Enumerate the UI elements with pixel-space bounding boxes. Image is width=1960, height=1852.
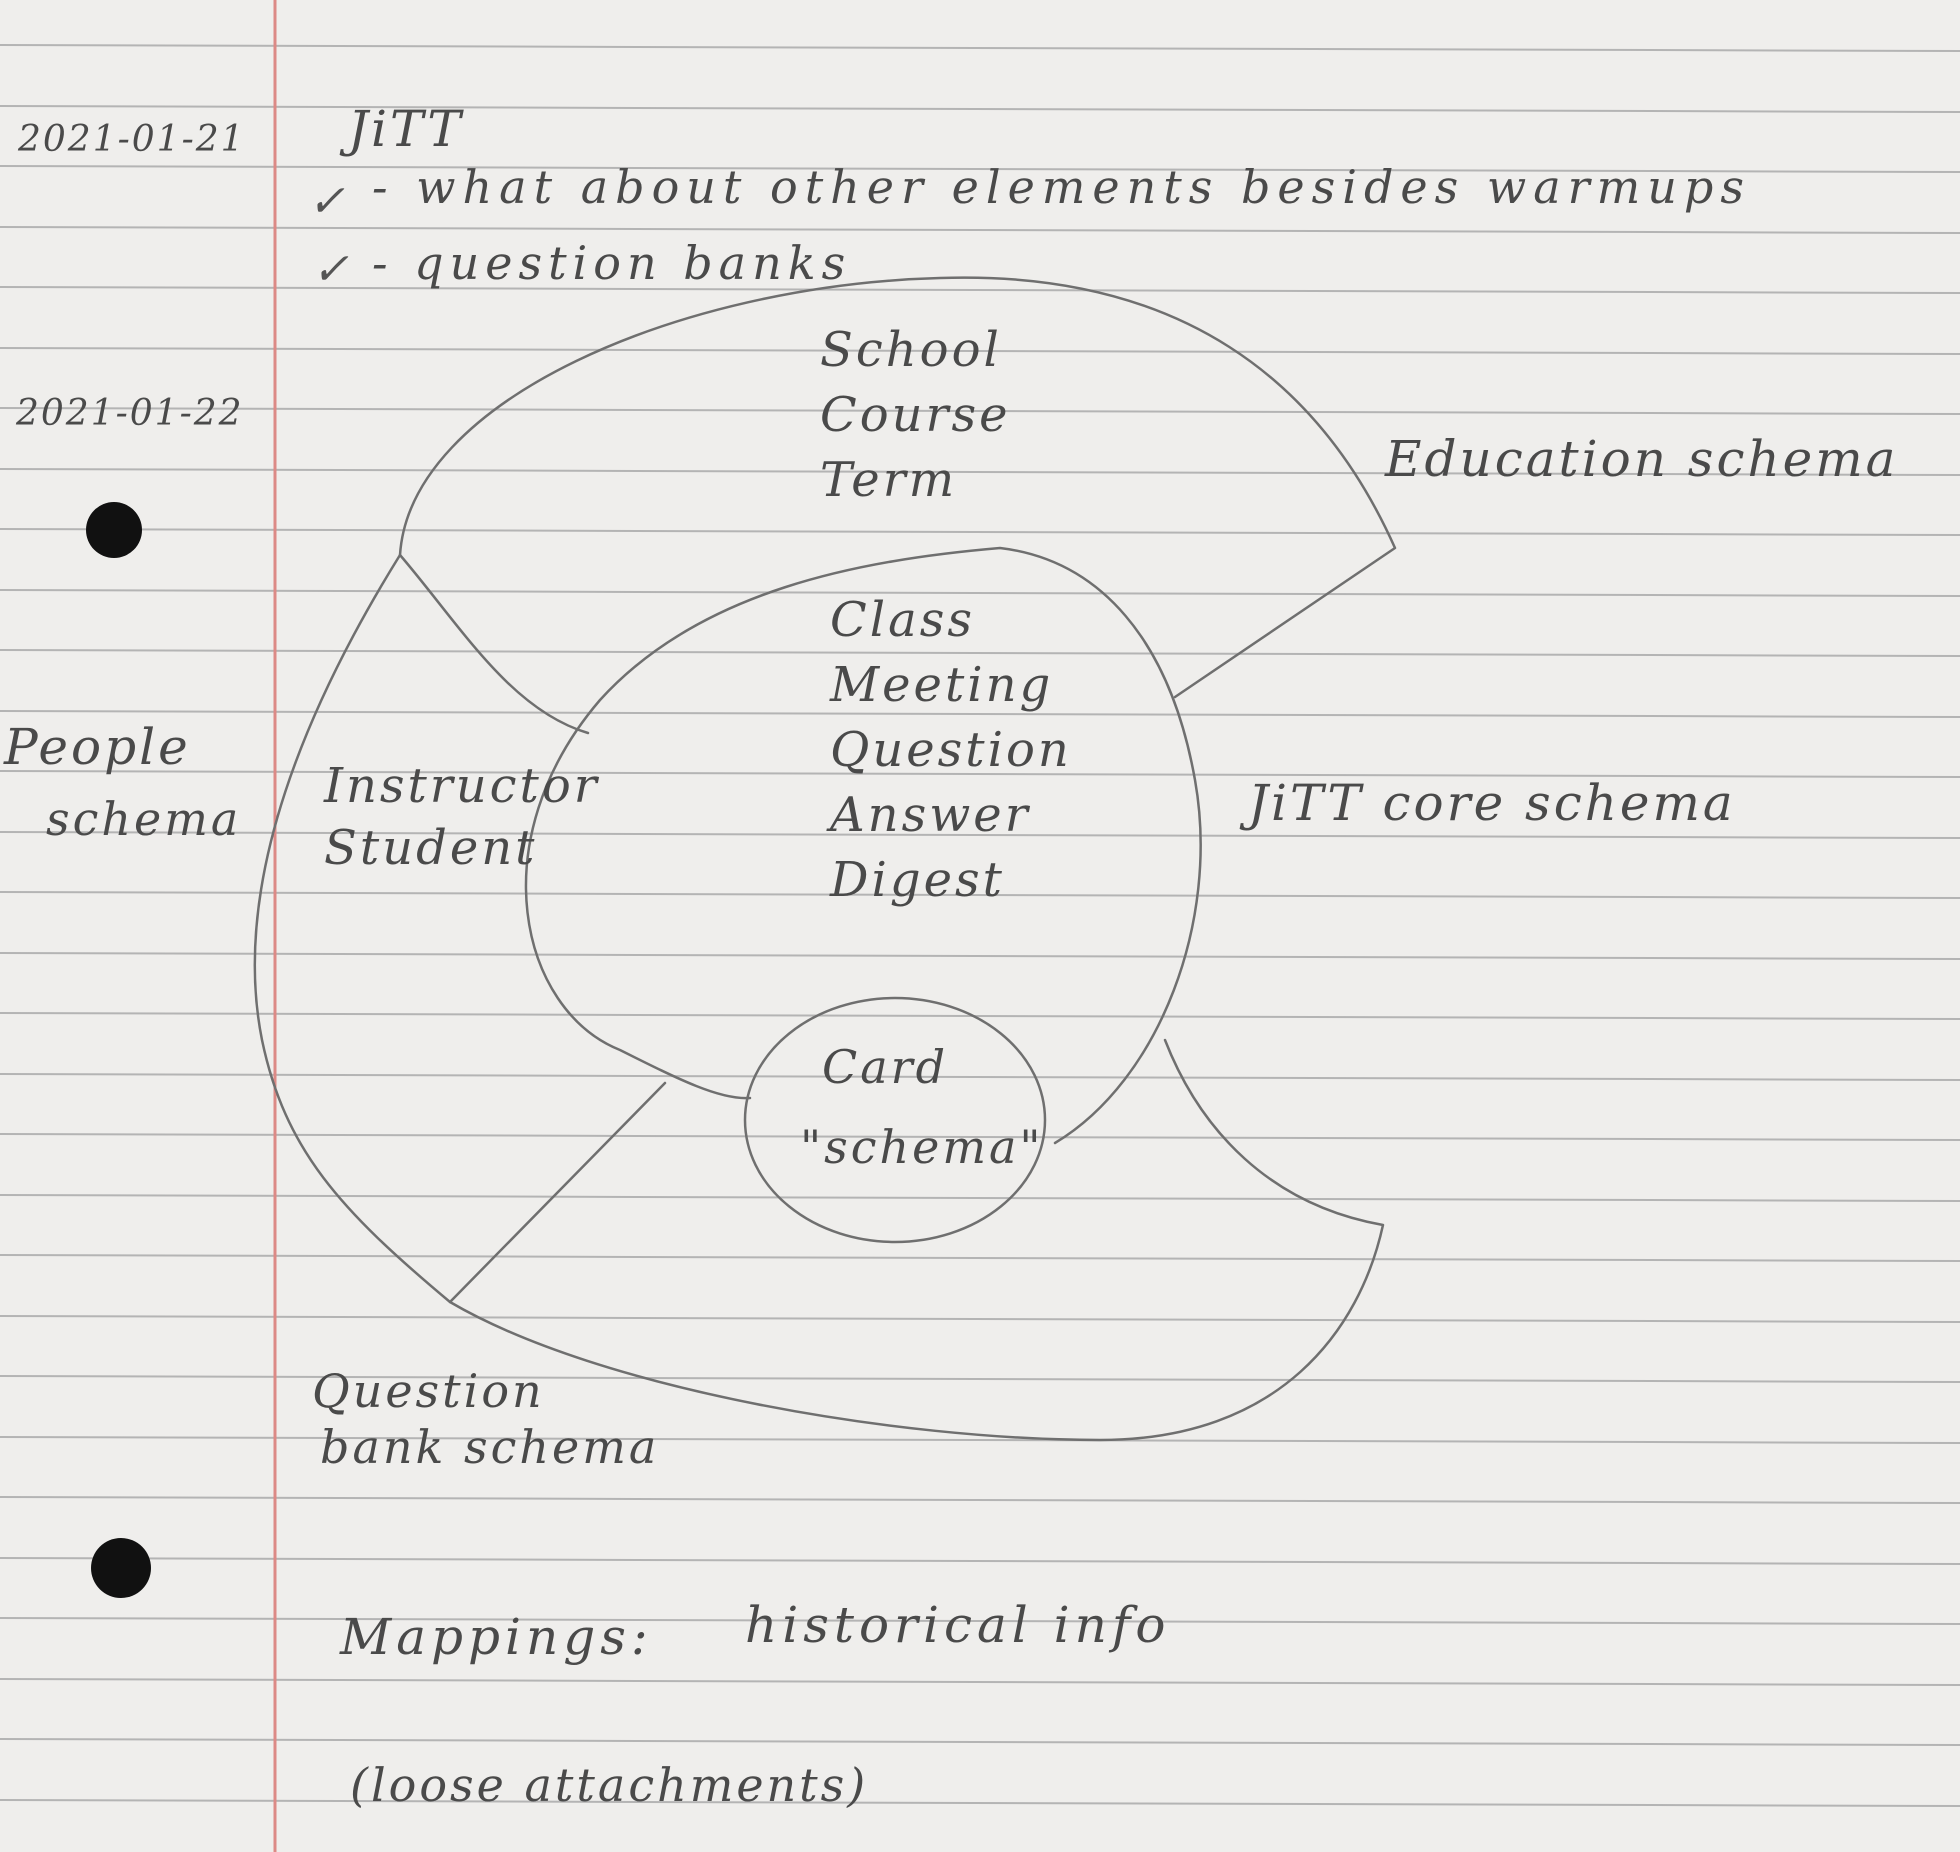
entity-student: Student xyxy=(324,820,538,876)
ruled-line xyxy=(0,1617,1960,1625)
card-schema-label-line1: Card xyxy=(822,1040,949,1094)
ruled-line xyxy=(0,1254,1960,1262)
core-schema-boundary xyxy=(524,546,1202,1145)
ruled-line xyxy=(0,468,1960,476)
ruled-line xyxy=(0,952,1960,960)
mappings-label: Mappings: xyxy=(340,1608,653,1666)
ruled-line xyxy=(0,1799,1960,1807)
ruled-line xyxy=(0,1133,1960,1141)
entity-question: Question xyxy=(830,722,1072,778)
ruled-line xyxy=(0,770,1960,778)
ruled-line xyxy=(0,589,1960,597)
entity-instructor: Instructor xyxy=(324,758,600,814)
loose-attachments-label: (loose attachments) xyxy=(350,1758,869,1812)
card-schema-label-line2: "schema" xyxy=(800,1120,1044,1174)
core-schema-label: JiTT core schema xyxy=(1248,774,1736,832)
question-bank-label-line2: bank schema xyxy=(320,1420,660,1474)
check-mark-icon-2: ✓ xyxy=(312,244,352,295)
todo-question-banks: - question banks xyxy=(372,236,852,290)
people-schema-label-line2: schema xyxy=(46,792,242,846)
ruled-line xyxy=(0,1738,1960,1746)
question-bank-schema-boundary xyxy=(448,1038,1385,1442)
ruled-line xyxy=(0,1315,1960,1323)
entity-course: Course xyxy=(820,387,1011,443)
education-schema-boundary xyxy=(398,276,1397,699)
ruled-line xyxy=(0,407,1960,415)
education-schema-items: School Course Term xyxy=(820,318,1011,513)
ruled-line xyxy=(0,710,1960,718)
question-bank-label-line1: Question xyxy=(312,1364,545,1418)
ruled-line xyxy=(0,105,1960,113)
date-2021-01-21: 2021-01-21 xyxy=(18,119,246,160)
ruled-line xyxy=(0,649,1960,657)
jitt-heading: JiTT xyxy=(348,100,464,158)
ruled-line xyxy=(0,44,1960,52)
ruled-line xyxy=(0,1375,1960,1383)
ruled-line xyxy=(0,286,1960,294)
entity-class: Class xyxy=(830,592,975,648)
ruled-line xyxy=(0,1678,1960,1686)
people-schema-boundary xyxy=(253,553,590,1304)
ruled-lines xyxy=(0,44,1960,1807)
ruled-line xyxy=(0,347,1960,355)
ruled-line xyxy=(0,1194,1960,1202)
entity-meeting: Meeting xyxy=(830,657,1054,713)
ruled-line xyxy=(0,226,1960,234)
entity-digest: Digest xyxy=(830,852,1005,908)
entity-school: School xyxy=(820,322,1002,378)
entity-term: Term xyxy=(820,452,958,508)
ruled-line xyxy=(0,1073,1960,1081)
people-schema-label-line1: People xyxy=(4,718,191,776)
entity-answer: Answer xyxy=(830,787,1031,843)
ruled-line xyxy=(0,1436,1960,1444)
card-schema-ellipse xyxy=(743,996,1047,1244)
ruled-line xyxy=(0,1012,1960,1020)
ruled-line xyxy=(0,1557,1960,1565)
ruled-line xyxy=(0,528,1960,536)
check-mark-icon-1: ✓ xyxy=(308,176,348,227)
ruled-line xyxy=(0,831,1960,839)
education-schema-label: Education schema xyxy=(1385,430,1899,488)
binder-hole-top xyxy=(86,502,142,558)
people-schema-items: Instructor Student xyxy=(324,755,600,879)
date-2021-01-22: 2021-01-22 xyxy=(16,393,244,434)
core-schema-items: Class Meeting Question Answer Digest xyxy=(830,588,1072,913)
ruled-line xyxy=(0,1496,1960,1504)
historical-info-label: historical info xyxy=(745,1596,1171,1654)
ruled-line xyxy=(0,891,1960,899)
todo-other-elements: - what about other elements besides warm… xyxy=(372,160,1751,214)
binder-hole-bottom xyxy=(91,1538,151,1598)
ruled-line xyxy=(0,165,1960,173)
